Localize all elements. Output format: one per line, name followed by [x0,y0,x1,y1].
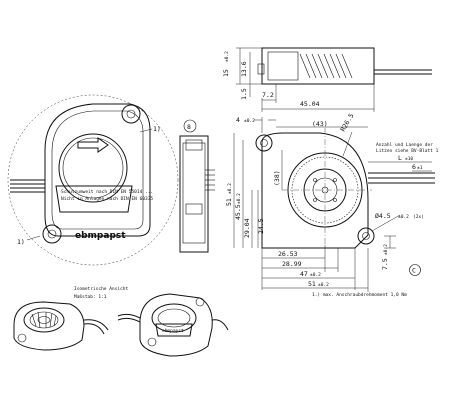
detail-circle [7,94,179,266]
dim-45-04: 45.04 [300,100,320,108]
dim-15: 15 [222,69,230,77]
side-view: 8 [179,119,215,253]
iso-fan-1 [13,301,85,351]
dim-45-5-tol: ±0.2 [236,193,242,204]
dim-51-bottom: 51 [308,280,316,288]
dim-6: 6 [412,163,416,171]
dim-l: L [398,154,402,162]
housing-outline [44,103,151,237]
dim-51-bottom-tol: ±0.2 [318,282,329,288]
dim-51-tol: ±0.2 [227,183,233,194]
dim-38: (38) [273,170,281,186]
mounting-ear-top [121,104,141,124]
iso-fan-2 [139,293,213,357]
wires-right [368,172,435,184]
dim-7-5: 7.5 [381,258,389,270]
top-view: 15 ±0.2 13.6 1.5 7.2 45.04 [222,47,432,112]
wires-top [374,69,432,75]
dim-1-5: 1.5 [240,88,248,100]
mount-hole-bottom [357,227,375,245]
top-housing [261,47,375,85]
callout-8-circle [183,119,197,133]
isometric-view: Isometrische Ansicht Maßstab: 1:1 ebmpap… [13,286,229,357]
label-text-1: Schutzumweit nach DIN EN 55014 ... [61,189,153,195]
side-housing [179,135,209,253]
iso-brand: ebmpapst [162,328,184,334]
dim-4-tol: ±0.2 [244,118,255,124]
housing-inner [51,110,144,230]
dim-47: 47 [300,270,308,278]
callout-1-top: 1) [153,125,161,133]
wires-left [10,179,45,193]
main-housing [261,132,369,249]
dim-4: 4 [236,116,240,124]
front-view: Schutzumweit nach DIN EN 55014 ... Nicht… [7,94,179,266]
dim-l-tol: ±10 [405,156,413,162]
callout-8: 8 [187,123,191,131]
dim-24-5: 24.5 [257,218,265,234]
dim-43: (43) [312,120,328,128]
dim-51: 51 [225,198,233,206]
label-text-2: Nicht in Anlagen nach DIN EN 60335 [61,196,153,202]
wire-note-2: Litzen siehe BV-Blatt 1 [376,148,439,154]
mount-hole-top [255,134,273,152]
wire-note-1: Anzahl und Laenge der [376,142,433,148]
main-view: 4 ±0.2 (43) R26.5 (38) 51 ±0.2 45.5 ±0.2… [225,112,439,292]
dim-28-99: 28.99 [282,260,302,268]
inlet-ring [58,133,128,203]
brand-logo: ebmpapst [75,231,126,241]
callout-c: C [412,267,416,275]
dim-6-tol: ±1 [417,165,423,171]
dim-47-tol: ±0.2 [310,272,321,278]
dim-dia-4-5-tol: ±0.2 [398,214,409,220]
dim-15-tol: ±0.2 [224,51,230,62]
dim-7-2: 7.2 [262,91,274,99]
flow-arrow-icon [77,137,109,153]
footnote: 1.) max. Anschraubdrehmoment 1,0 Nm [312,292,407,298]
dim-r26-5: R26.5 [339,112,356,133]
dim-13-6: 13.6 [240,61,248,77]
iso-scale: Maßstab: 1:1 [74,294,107,300]
dim-dia-4-5-count: (2x) [413,214,424,220]
mounting-ear-bottom [42,224,62,244]
product-label [55,185,133,213]
iso-title: Isometrische Ansicht [74,286,128,292]
dim-dia-4-5: Ø4.5 [375,212,391,220]
dim-26-53: 26.53 [278,250,298,258]
dim-29-04: 29.04 [243,218,251,238]
callout-1-bottom: 1) [17,238,25,246]
dim-7-5-tol: ±0.2 [383,244,389,255]
callout-c-circle [409,264,421,276]
dim-45-5: 45.5 [234,204,242,220]
